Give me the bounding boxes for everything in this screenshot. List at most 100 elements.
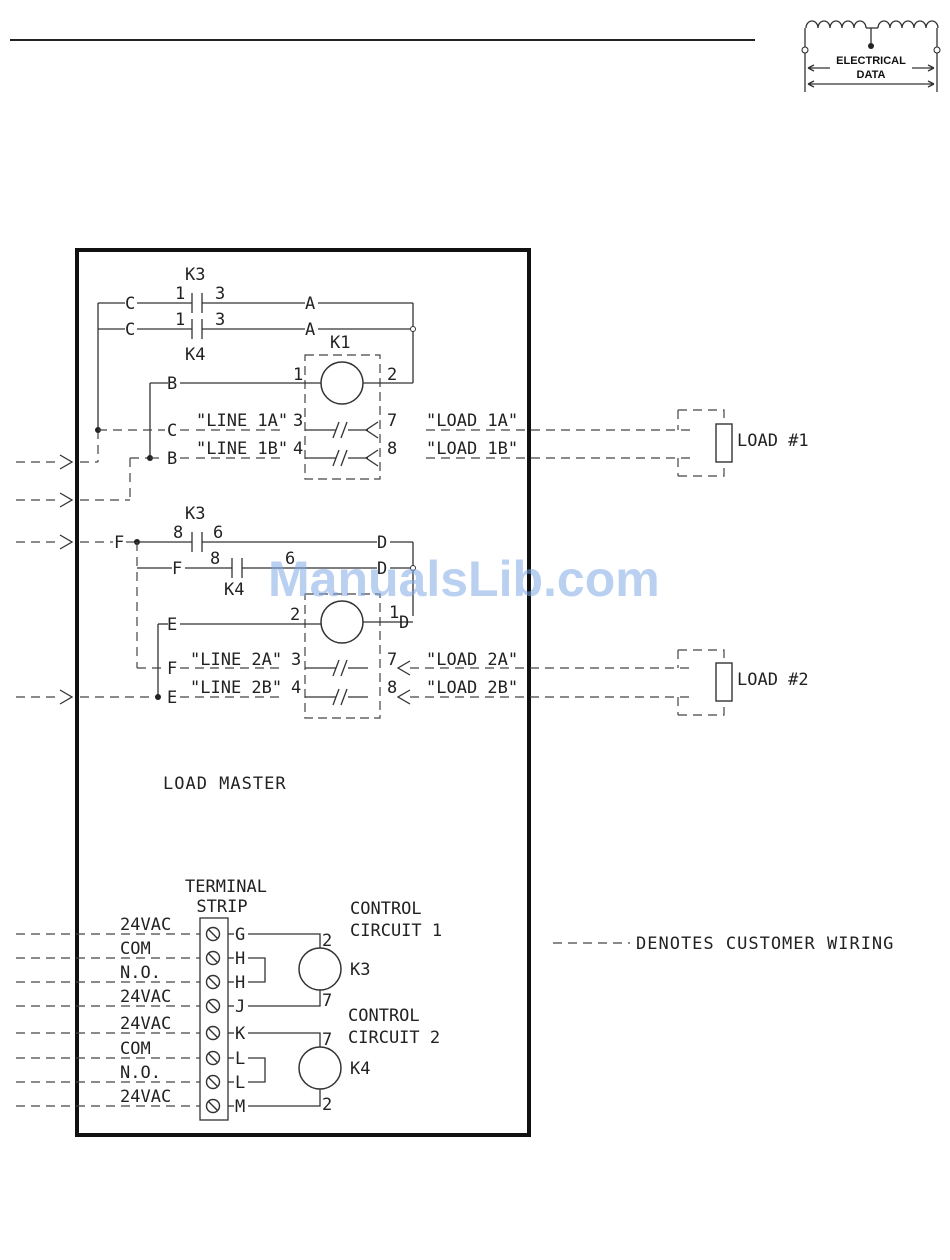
k2-relay-box [304, 593, 381, 719]
coil-right-icon [877, 20, 939, 29]
control-circuit-1-line1: CONTROL [350, 899, 422, 919]
terminal-wire-label: 24VAC [120, 915, 171, 935]
load-2-label: LOAD #2 [737, 670, 809, 690]
control-circuit-2-line1: CONTROL [348, 1006, 420, 1026]
label-line-1b: "LINE 1B" [196, 439, 288, 459]
svg-text:2: 2 [322, 931, 332, 951]
terminal-row: N.O. H [16, 963, 245, 993]
terminal-row: 24VAC G [16, 915, 245, 945]
svg-text:7: 7 [387, 411, 397, 431]
wire-b-top: B [167, 374, 177, 394]
svg-text:7: 7 [387, 650, 397, 670]
terminal-letter: K [235, 1024, 246, 1044]
wire-e-top: E [167, 615, 177, 635]
terminal-screw-slot [207, 1052, 219, 1064]
wire-c-top: C [125, 294, 135, 314]
wire-b-line1b: B [167, 449, 177, 469]
wire-f-mid: F [172, 559, 182, 579]
k4-label-top: K4 [185, 345, 205, 365]
terminal-wire-label: N.O. [120, 1063, 161, 1083]
terminal-wire-label: 24VAC [120, 1087, 171, 1107]
terminal-letter: L [235, 1049, 245, 1069]
svg-text:8: 8 [387, 439, 397, 459]
label-line-2a: "LINE 2A" [190, 650, 282, 670]
wire-a-top: A [305, 294, 315, 314]
terminal-letter: L [235, 1073, 245, 1093]
wire-a-mid: A [305, 320, 315, 340]
circuit-2: K3 F 8 6 D F 8 6 D K4 E [16, 504, 809, 719]
terminal-row: COM L [16, 1039, 245, 1069]
k1-contact-1b [332, 449, 348, 467]
label-load-2a: "LOAD 2A" [426, 650, 518, 670]
svg-text:3: 3 [291, 650, 301, 670]
coil-left-icon [805, 20, 867, 29]
svg-text:6: 6 [213, 523, 223, 543]
terminal-screw-slot [207, 1000, 219, 1012]
terminal-screw-slot [207, 928, 219, 940]
control-circuit-1-line2: CIRCUIT 1 [350, 921, 442, 941]
svg-text:3: 3 [215, 284, 225, 304]
terminal-wire-label: N.O. [120, 963, 161, 983]
svg-text:1: 1 [293, 365, 303, 385]
wire-c-line1a: C [167, 421, 177, 441]
terminal-wire-label: COM [120, 1039, 151, 1059]
svg-text:4: 4 [293, 439, 303, 459]
svg-text:2: 2 [322, 1095, 332, 1115]
terminal-strip-label-2: STRIP [196, 897, 247, 917]
load-2-resistor [715, 662, 733, 702]
legend-text: DENOTES CUSTOMER WIRING [636, 934, 894, 954]
k1-coil [320, 361, 364, 405]
wire-f-input: F [114, 533, 124, 553]
terminal-letter: J [235, 997, 245, 1017]
terminal-letter: H [235, 973, 245, 993]
svg-text:2: 2 [387, 365, 397, 385]
wire-c-mid: C [125, 320, 135, 340]
load-master-title: LOAD MASTER [163, 774, 287, 794]
terminal-letter: G [235, 925, 245, 945]
k2-coil [320, 600, 364, 644]
h-jumper [248, 957, 266, 983]
electrical-data-logo: ELECTRICAL DATA [801, 20, 941, 92]
terminal-screw-slot [207, 952, 219, 964]
logo-line2: DATA [857, 69, 886, 81]
k3-coil [298, 947, 342, 991]
k4-coil [298, 1046, 342, 1090]
label-line-2b: "LINE 2B" [190, 678, 282, 698]
terminal-screw-slot [207, 1100, 219, 1112]
terminal-wire-label: COM [120, 939, 151, 959]
label-load-1b: "LOAD 1B" [426, 439, 518, 459]
terminal-strip [199, 917, 229, 1121]
svg-text:2: 2 [290, 605, 300, 625]
wire-d-coil: D [399, 613, 409, 633]
k1-relay-box [304, 354, 381, 480]
k2-contact-2a [332, 659, 348, 677]
manualslib-watermark: ManualsLib.com [268, 551, 660, 607]
svg-text:6: 6 [285, 549, 295, 569]
control-circuit-2-line2: CIRCUIT 2 [348, 1028, 440, 1048]
terminal-row: N.O. L [16, 1063, 245, 1093]
k3-coil-label: K3 [350, 960, 370, 980]
label-line-1a: "LINE 1A" [196, 411, 288, 431]
k4-label-mid: K4 [224, 580, 244, 600]
k2-contact-2b [332, 688, 348, 706]
svg-text:7: 7 [322, 1030, 332, 1050]
wire-e-line2b: E [167, 688, 177, 708]
svg-text:3: 3 [215, 310, 225, 330]
circuit-1: K3 C 1 3 A C 1 3 A K4 K1 B 1 2 [16, 265, 809, 508]
label-load-2b: "LOAD 2B" [426, 678, 518, 698]
wire-f-line2a: F [167, 659, 177, 679]
terminal-wire-label: 24VAC [120, 1014, 171, 1034]
l-jumper [248, 1057, 266, 1083]
wire-d-top: D [377, 533, 387, 553]
svg-text:1: 1 [389, 603, 399, 623]
terminal-wire-label: 24VAC [120, 987, 171, 1007]
load-1-resistor [715, 423, 733, 463]
load-master-enclosure [75, 248, 531, 1137]
logo-line1: ELECTRICAL [836, 55, 906, 67]
k1-label: K1 [330, 333, 350, 353]
